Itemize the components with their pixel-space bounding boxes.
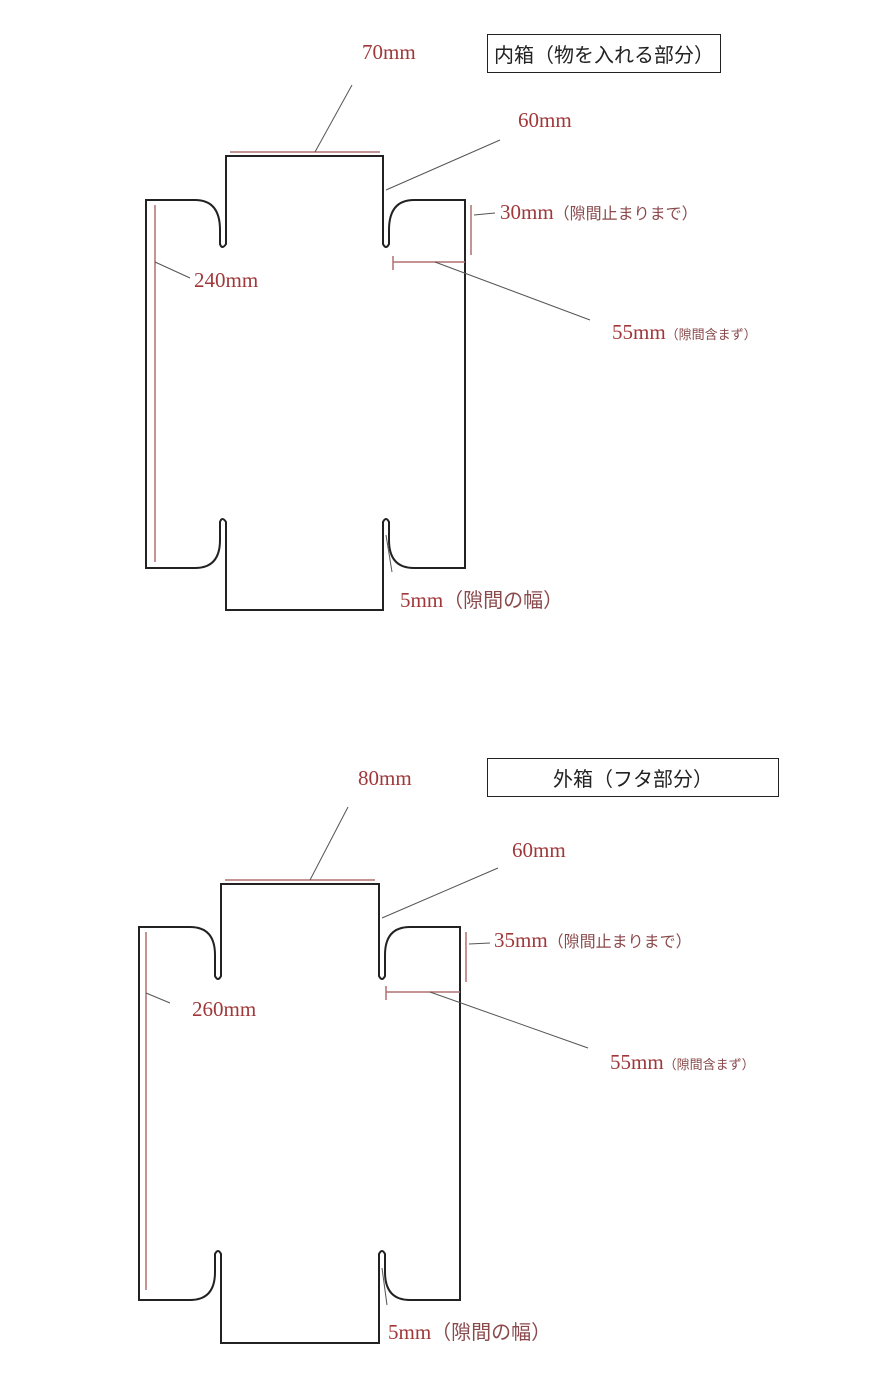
outer-total-length-label: 260mm — [192, 997, 257, 1021]
inner-box-title: 内箱（物を入れる部分） — [487, 34, 721, 73]
outer-dimension-marks — [145, 879, 467, 1290]
inner-leader-lines — [154, 84, 591, 573]
outer-slit-width-label: 5mm（隙間の幅） — [388, 1320, 552, 1344]
outer-leader-lines — [145, 806, 589, 1306]
inner-dimension-marks — [154, 151, 472, 562]
inner-flap-height-label: 60mm — [518, 108, 572, 132]
outer-side-width-label: 55mm（隙間含まず） — [610, 1050, 755, 1074]
outer-flap-height-label: 60mm — [512, 838, 566, 862]
inner-slit-width-label: 5mm（隙間の幅） — [400, 588, 564, 612]
inner-box-outline — [145, 155, 466, 611]
inner-box-net — [145, 84, 591, 611]
outer-box-outline — [138, 883, 461, 1344]
outer-top-width-label: 80mm — [358, 766, 412, 790]
inner-total-length-label: 240mm — [194, 268, 259, 292]
outer-slit-depth-label: 35mm（隙間止まりまで） — [494, 928, 692, 952]
inner-slit-depth-label: 30mm（隙間止まりまで） — [500, 200, 698, 224]
inner-top-width-label: 70mm — [362, 40, 416, 64]
inner-side-width-label: 55mm（隙間含まず） — [612, 320, 757, 344]
outer-box-title: 外箱（フタ部分） — [487, 758, 779, 797]
